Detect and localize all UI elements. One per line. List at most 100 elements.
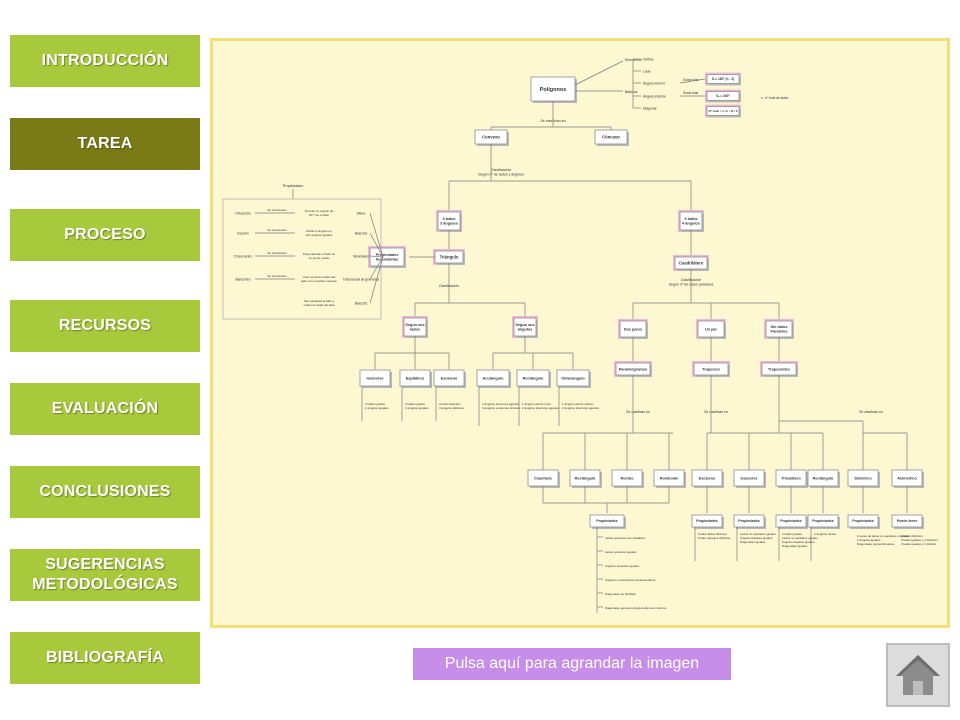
nav-label: INTRODUCCIÓN — [41, 52, 169, 69]
map-label: Transversal de gravedad — [343, 278, 380, 282]
nav-item-bibliografia[interactable]: BIBLIOGRAFÍA — [10, 632, 200, 684]
nav-label: TAREA — [77, 135, 133, 152]
map-box-label: Cóncavo — [602, 134, 620, 139]
nav-item-conclusiones[interactable]: CONCLUSIONES — [10, 466, 200, 518]
map-label: Ángulo exterior — [643, 95, 667, 99]
map-box-label: Rectángulo — [575, 476, 596, 480]
map-box — [807, 514, 839, 528]
map-label: Se intersectan — [267, 228, 287, 232]
map-connector — [369, 212, 384, 258]
map-label: Se clasifican en — [626, 410, 650, 414]
map-box — [706, 74, 740, 84]
map-box — [433, 369, 465, 387]
map-box-label: Isósceles — [740, 476, 757, 480]
nav-item-evaluacion[interactable]: EVALUACIÓN — [10, 383, 200, 435]
map-box-label: Rectángulo — [813, 476, 834, 480]
map-connector — [679, 78, 706, 84]
nav-item-sugerencias[interactable]: SUGERENCIAS METODOLÓGICAS — [10, 549, 200, 601]
map-label: Suma total — [683, 91, 699, 95]
map-box-label: Puede tener — [897, 519, 918, 523]
map-box — [399, 369, 431, 387]
map-connector — [574, 60, 624, 86]
map-label: Ángulos opuestos iguales — [605, 564, 640, 568]
map-label: Lados opuestos son paralelos — [605, 536, 645, 540]
map-box — [359, 369, 391, 387]
map-box-label: Simétrico — [854, 476, 872, 480]
map-box-label: Triángulo — [440, 254, 459, 259]
map-label: Baricentro — [235, 278, 250, 282]
map-label: Básicos — [625, 90, 638, 94]
nav-item-introduccion[interactable]: INTRODUCCIÓN — [10, 35, 200, 87]
map-box-label: Romboide — [660, 476, 679, 480]
map-box-label: Cuadrilátero — [679, 260, 704, 265]
map-box-label: Cuadrado — [534, 476, 552, 480]
nav-item-proceso[interactable]: PROCESO — [10, 209, 200, 261]
map-box — [369, 247, 405, 267]
map-label: Diagonal — [643, 107, 657, 111]
nav-item-tarea[interactable]: TAREA — [10, 118, 200, 170]
map-label: n : nº total de lados — [761, 96, 789, 100]
map-label: Incentro — [237, 232, 249, 236]
map-box-label: Sₑ = 360° — [716, 94, 730, 98]
map-label: Circuncentro — [234, 255, 253, 259]
map-connector — [369, 255, 384, 258]
map-label: Se clasifican en — [859, 410, 883, 414]
map-box-label: Propiedades — [780, 519, 802, 523]
map-label: Bisectriz — [355, 302, 368, 306]
enlarge-image-button[interactable]: Pulsa aquí para agrandar la imagen — [413, 648, 731, 680]
nav-label: EVALUACIÓN — [51, 400, 159, 417]
map-properties-bracket — [222, 198, 382, 320]
map-box-label: Polígonos — [540, 87, 567, 93]
nav-label: BIBLIOGRAFÍA — [46, 649, 164, 666]
map-box-label: Asimétrico — [897, 476, 917, 480]
map-label: Se intersectan — [267, 274, 287, 278]
nav-label: CONCLUSIONES — [39, 483, 171, 500]
map-box — [556, 369, 590, 387]
map-label: Lado — [643, 70, 651, 74]
map-box — [706, 91, 740, 101]
map-label: Ortocentro — [235, 212, 251, 216]
map-box-label: Rectángulo — [523, 376, 544, 380]
home-button[interactable] — [886, 643, 950, 707]
concept-map-diagram: PolígonosElementosBásicosVérticeLadoÁngu… — [222, 58, 938, 613]
map-box — [891, 514, 923, 528]
map-box — [847, 514, 879, 528]
map-box-label: Paralelógramos — [619, 367, 648, 371]
map-box-label: Obtusángulo — [561, 376, 585, 380]
map-box-label: Rombo — [620, 476, 634, 480]
map-label: Se clasifican en — [704, 410, 728, 414]
map-box — [516, 369, 550, 387]
nav-item-recursos[interactable]: RECURSOS — [10, 300, 200, 352]
map-label: Ángulos consecutivos suplementarios — [605, 578, 656, 582]
map-connector — [369, 256, 384, 280]
map-label: Propiedades — [283, 184, 303, 188]
map-box — [733, 514, 765, 528]
map-box — [775, 514, 807, 528]
map-label: Se intersectan — [267, 208, 287, 212]
nav-label: SUGERENCIAS METODOLÓGICAS — [32, 556, 178, 593]
map-label: 2 ángulos rectos — [814, 532, 837, 536]
map-box-label: Propiedades — [696, 519, 718, 523]
nav-label: RECURSOS — [58, 317, 152, 334]
home-icon — [896, 655, 940, 695]
map-box — [706, 106, 740, 116]
map-box — [594, 129, 628, 145]
map-box — [589, 514, 625, 528]
